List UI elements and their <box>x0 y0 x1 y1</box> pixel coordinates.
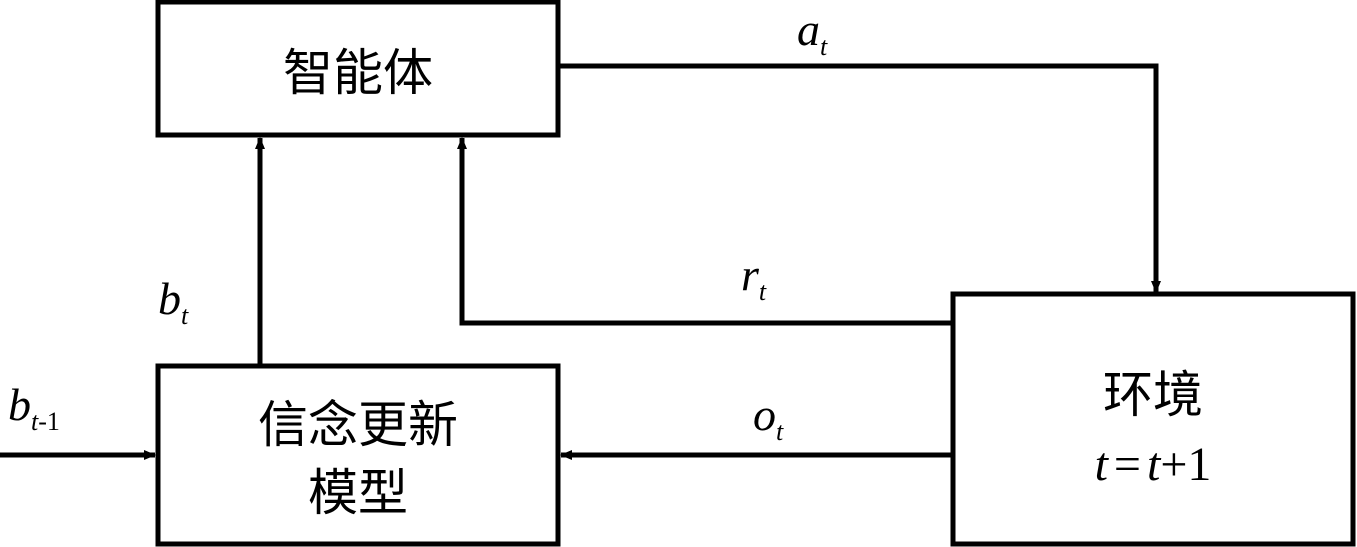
observation-label: ot <box>753 389 784 446</box>
action-label: at <box>797 4 828 61</box>
belief-update-label-line1: 信念更新 <box>258 396 458 454</box>
reward-label: rt <box>741 249 767 306</box>
environment-box <box>950 291 1356 547</box>
environment-label: 环境 <box>1103 366 1203 424</box>
belief-label: bt <box>158 273 189 330</box>
belief-update-box <box>155 363 561 547</box>
action-arrow <box>560 63 1161 293</box>
environment-time-update: t=t+1 <box>1095 438 1212 491</box>
belief-update-label-line2: 模型 <box>308 464 408 522</box>
agent-label: 智能体 <box>283 44 433 102</box>
prev-belief-label: bt-1 <box>8 379 60 436</box>
agent-box <box>155 0 561 138</box>
reward-arrow <box>457 137 951 326</box>
